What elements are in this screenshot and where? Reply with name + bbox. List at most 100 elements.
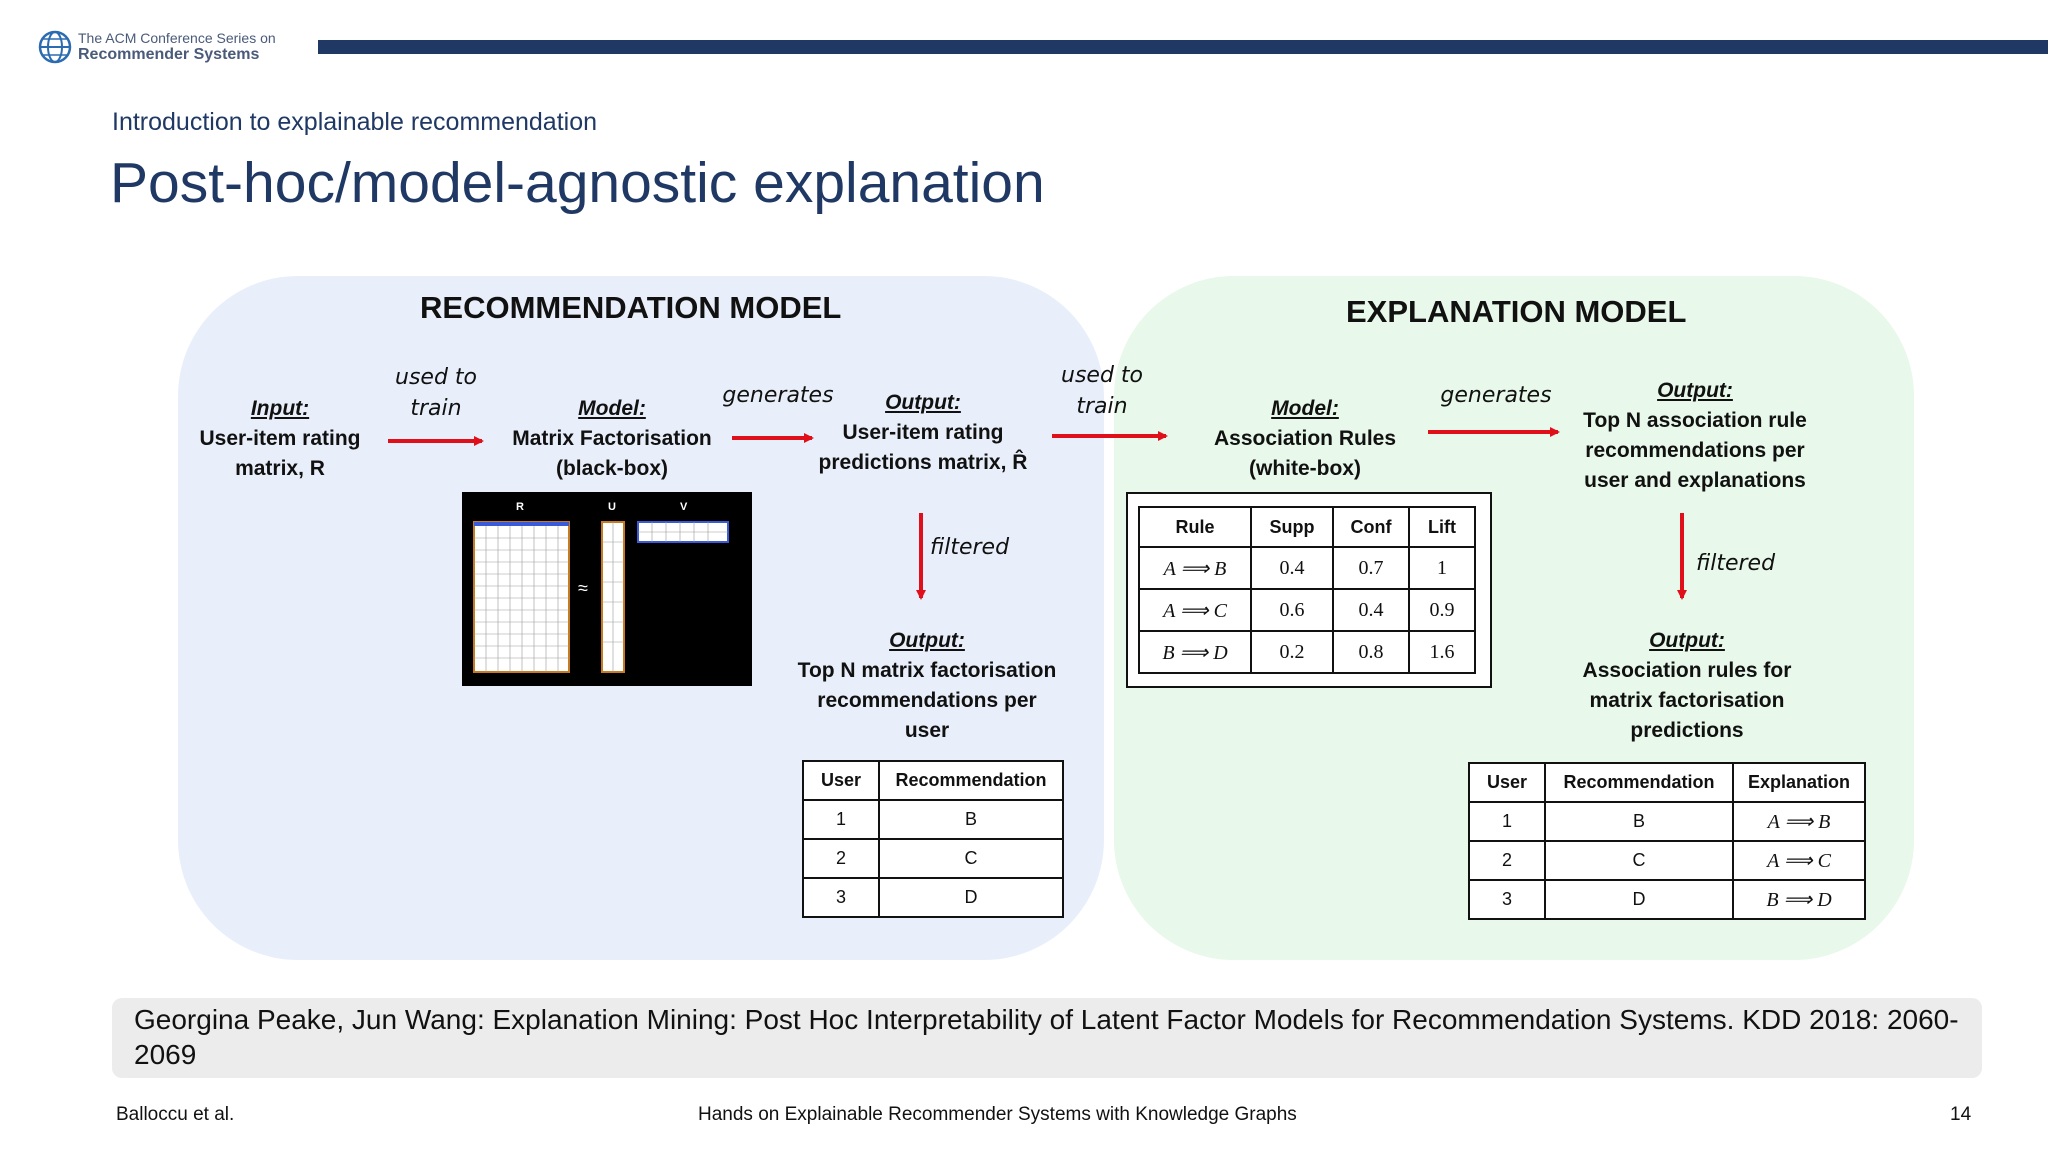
- exp-generates-label: generates: [1440, 383, 1552, 408]
- bridge-train-text: train: [1076, 394, 1128, 419]
- column-header: Conf: [1332, 506, 1410, 548]
- table-cell: 3: [802, 877, 880, 918]
- topn-line-3: user: [904, 719, 950, 742]
- table-cell: D: [878, 877, 1064, 918]
- reference-box: [112, 998, 1982, 1078]
- table-cell: 1: [1468, 801, 1546, 842]
- exp-filtered-label: filtered: [1696, 551, 1776, 576]
- model-line-1: Matrix Factorisation: [512, 427, 712, 450]
- topn-heading: Output:: [889, 629, 965, 652]
- association-rules-table: Rule Supp Conf Lift A ⟹ B 0.4 0.7 1 A ⟹ …: [1138, 506, 1476, 674]
- table-header-row: Rule Supp Conf Lift: [1138, 506, 1476, 548]
- table-cell: 1.6: [1408, 630, 1476, 674]
- slide-title: Post-hoc/model-agnostic explanation: [110, 151, 1045, 215]
- exp-final-heading: Output:: [1649, 629, 1725, 652]
- column-header: Explanation: [1732, 762, 1866, 803]
- bridge-used-to-train-label: used to train: [1052, 360, 1152, 422]
- table-cell: 1: [802, 799, 880, 840]
- used-to-train-label: used to train: [386, 362, 486, 424]
- matrix-r-label: R: [516, 501, 524, 513]
- table-cell: 0.4: [1332, 588, 1410, 632]
- table-row: 2 C: [802, 838, 1064, 879]
- table-row: 3 D: [802, 877, 1064, 918]
- model-heading: Model:: [578, 397, 646, 420]
- footer-title: Hands on Explainable Recommender Systems…: [698, 1104, 1297, 1125]
- table-header-row: User Recommendation: [802, 760, 1064, 801]
- table-cell: C: [878, 838, 1064, 879]
- approx-symbol: ≈: [578, 578, 588, 598]
- column-header: User: [1468, 762, 1546, 803]
- table-cell: 0.8: [1332, 630, 1410, 674]
- output-line-1: User-item rating: [842, 421, 1004, 444]
- input-line-1: User-item rating: [199, 427, 361, 450]
- model-line-2: (black-box): [555, 457, 668, 480]
- logo-line-1: The ACM Conference Series on: [78, 30, 276, 46]
- column-header: Supp: [1250, 506, 1334, 548]
- table-row: A ⟹ C 0.6 0.4 0.9: [1138, 588, 1476, 632]
- table-row: 1 B: [802, 799, 1064, 840]
- table-cell: 3: [1468, 879, 1546, 920]
- exp-final-line-2: matrix factorisation: [1589, 689, 1785, 712]
- input-line-2: matrix, R: [235, 457, 325, 480]
- topn-line-1: Top N matrix factorisation: [797, 659, 1057, 682]
- exp-output-label: Output: Top N association rule recommend…: [1570, 376, 1820, 496]
- globe-icon: [38, 30, 72, 64]
- train-text: train: [410, 396, 462, 421]
- topn-output-label: Output: Top N matrix factorisation recom…: [776, 626, 1078, 746]
- table-row: A ⟹ B 0.4 0.7 1: [1138, 546, 1476, 590]
- table-cell: 2: [1468, 840, 1546, 881]
- logo-line-2: Recommender Systems: [78, 46, 260, 63]
- table-cell: A ⟹ C: [1138, 588, 1252, 632]
- table-cell: 0.6: [1250, 588, 1334, 632]
- table-cell: B: [1544, 801, 1734, 842]
- matrix-u-label: U: [608, 501, 616, 513]
- input-label: Input: User-item rating matrix, R: [184, 394, 376, 484]
- table-cell: A ⟹ C: [1732, 840, 1866, 881]
- exp-final-line-1: Association rules for: [1582, 659, 1792, 682]
- column-header: Recommendation: [878, 760, 1064, 801]
- table-cell: B: [878, 799, 1064, 840]
- header-bar: [318, 40, 2048, 54]
- generates-label: generates: [722, 383, 834, 408]
- table-cell: 0.7: [1332, 546, 1410, 590]
- recommendation-model-title: RECOMMENDATION MODEL: [420, 290, 842, 325]
- topn-line-2: recommendations per: [817, 689, 1037, 712]
- explanation-table: User Recommendation Explanation 1 B A ⟹ …: [1468, 762, 1866, 920]
- matrix-factorisation-image: R U V ≈: [462, 492, 752, 686]
- exp-model-heading: Model:: [1271, 397, 1339, 420]
- explanation-model-title: EXPLANATION MODEL: [1346, 294, 1687, 329]
- table-row: 3 D B ⟹ D: [1468, 879, 1866, 920]
- table-cell: B ⟹ D: [1138, 630, 1252, 674]
- bridge-used-to-text: used to: [1061, 363, 1143, 388]
- conference-logo: The ACM Conference Series on Recommender…: [38, 28, 338, 72]
- table-cell: 0.4: [1250, 546, 1334, 590]
- model-label: Model: Matrix Factorisation (black-box): [498, 394, 726, 484]
- exp-output-line-1: Top N association rule: [1583, 409, 1807, 432]
- table-cell: A ⟹ B: [1732, 801, 1866, 842]
- exp-model-line-2: (white-box): [1249, 457, 1361, 480]
- exp-output-heading: Output:: [1657, 379, 1733, 402]
- exp-final-output-label: Output: Association rules for matrix fac…: [1556, 626, 1818, 746]
- table-row: 2 C A ⟹ C: [1468, 840, 1866, 881]
- reference-text: Georgina Peake, Jun Wang: Explanation Mi…: [134, 1004, 1959, 1070]
- table-cell: C: [1544, 840, 1734, 881]
- output-line-2: predictions matrix, R̂: [818, 451, 1028, 474]
- table-row: B ⟹ D 0.2 0.8 1.6: [1138, 630, 1476, 674]
- exp-output-line-3: user and explanations: [1584, 469, 1806, 492]
- exp-model-line-1: Association Rules: [1213, 427, 1397, 450]
- table-cell: 0.2: [1250, 630, 1334, 674]
- output-heading: Output:: [885, 391, 961, 414]
- input-heading: Input:: [250, 397, 310, 420]
- table-cell: 0.9: [1408, 588, 1476, 632]
- matrix-v-label: V: [680, 501, 688, 513]
- column-header: Rule: [1138, 506, 1252, 548]
- slide-subtitle: Introduction to explainable recommendati…: [112, 108, 598, 136]
- exp-output-line-2: recommendations per: [1585, 439, 1805, 462]
- footer-authors: Balloccu et al.: [116, 1104, 235, 1125]
- recommendation-table: User Recommendation 1 B 2 C 3 D: [802, 760, 1064, 918]
- table-cell: D: [1544, 879, 1734, 920]
- exp-final-line-3: predictions: [1630, 719, 1744, 742]
- table-cell: A ⟹ B: [1138, 546, 1252, 590]
- filtered-label: filtered: [930, 535, 1010, 560]
